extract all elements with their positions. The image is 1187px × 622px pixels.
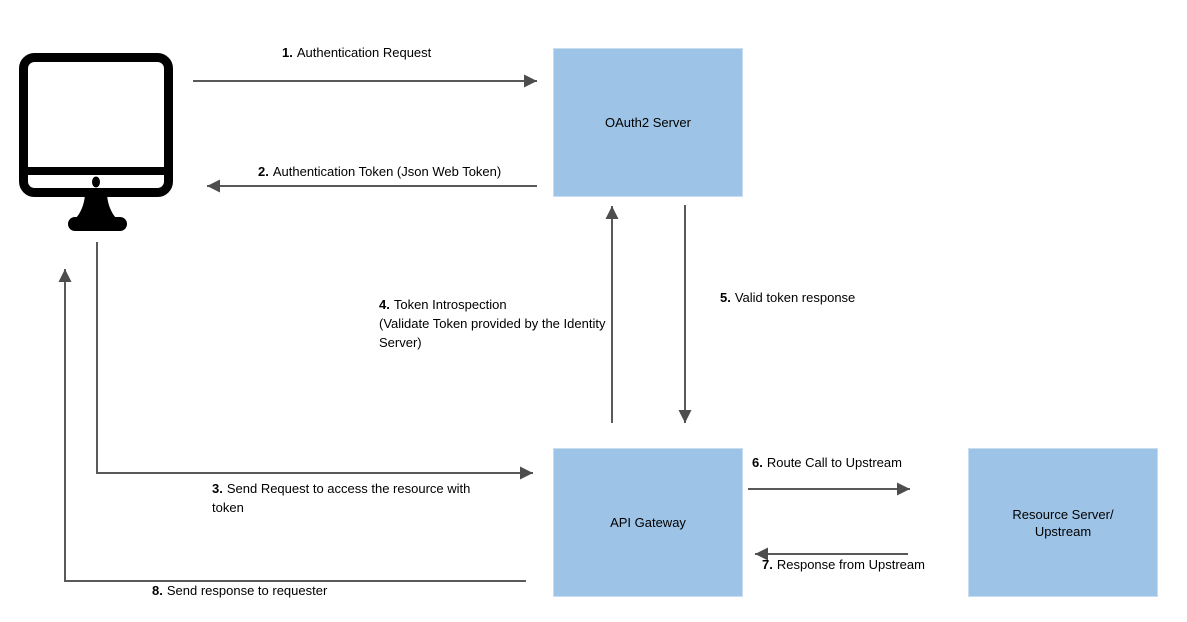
- api-gateway-node: API Gateway: [553, 448, 743, 597]
- arrow-3-send-request-with-token: [96, 242, 533, 480]
- flow-number-7: 7.: [762, 557, 773, 572]
- flow-label-5: 5.Valid token response: [720, 288, 855, 307]
- flow-label-6: 6.Route Call to Upstream: [752, 453, 902, 472]
- flow-text-4: Token Introspection (Validate Token prov…: [379, 297, 606, 350]
- flow-number-3: 3.: [212, 481, 223, 496]
- flow-number-1: 1.: [282, 45, 293, 60]
- flow-text-2: Authentication Token (Json Web Token): [272, 164, 502, 179]
- flow-text-8: Send response to requester: [166, 583, 328, 598]
- resource-server-node: Resource Server/ Upstream: [968, 448, 1158, 597]
- flow-text-1: Authentication Request: [296, 45, 432, 60]
- oauth2-server-node: OAuth2 Server: [553, 48, 743, 197]
- flow-label-2: 2.Authentication Token (Json Web Token): [258, 162, 501, 181]
- flow-label-3: 3.Send Request to access the resource wi…: [212, 479, 504, 517]
- flow-number-2: 2.: [258, 164, 269, 179]
- arrow-8-send-response-to-requester: [58, 269, 526, 582]
- flow-number-5: 5.: [720, 290, 731, 305]
- oauth2-server-label: OAuth2 Server: [605, 115, 691, 130]
- flow-number-8: 8.: [152, 583, 163, 598]
- desktop-computer-icon: [19, 53, 173, 231]
- flow-number-4: 4.: [379, 297, 390, 312]
- resource-server-label: Resource Server/ Upstream: [1012, 506, 1114, 539]
- flow-label-4: 4.Token Introspection (Validate Token pr…: [379, 295, 635, 352]
- flow-text-5: Valid token response: [734, 290, 856, 305]
- flow-label-7: 7.Response from Upstream: [762, 555, 925, 574]
- flow-text-3: Send Request to access the resource with…: [212, 481, 471, 515]
- flow-number-6: 6.: [752, 455, 763, 470]
- api-gateway-label: API Gateway: [610, 515, 686, 530]
- flow-label-1: 1.Authentication Request: [282, 43, 431, 62]
- flow-text-6: Route Call to Upstream: [766, 455, 902, 470]
- flow-text-7: Response from Upstream: [776, 557, 925, 572]
- flow-label-8: 8.Send response to requester: [152, 581, 327, 600]
